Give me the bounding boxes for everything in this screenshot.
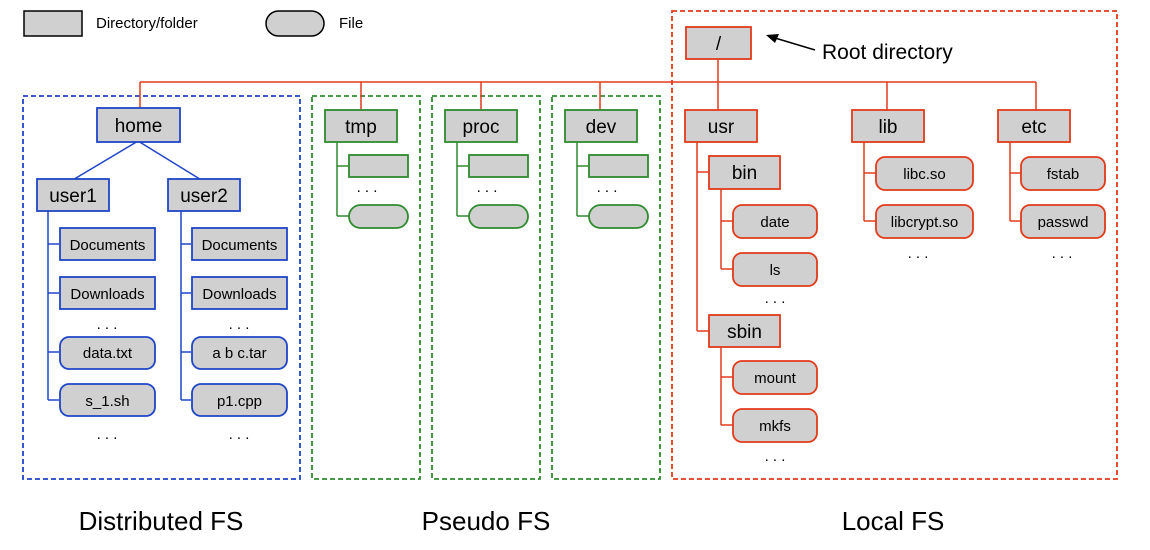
dir-sbin-label: sbin xyxy=(727,322,762,343)
legend-folder-swatch xyxy=(23,10,83,37)
dir-etc xyxy=(997,109,1071,143)
local-fs-region xyxy=(671,10,1118,480)
root-annotation-arrow xyxy=(766,34,816,51)
dir-user1 xyxy=(36,178,110,212)
dev-child-folder xyxy=(588,154,649,178)
distributed-fs-region xyxy=(22,95,301,480)
dir-lib-label: lib xyxy=(878,117,897,138)
file-libcrypt-so xyxy=(875,204,974,239)
distributed-fs-caption: Distributed FS xyxy=(79,506,244,536)
dir-user2 xyxy=(167,178,241,212)
ellipsis: . . . xyxy=(597,179,618,196)
dir-proc xyxy=(444,109,518,143)
file-user1-s1-sh-label: s_1.sh xyxy=(85,393,129,410)
local-fs-tree: usr bin date ls . . . sbin mount mkfs . … xyxy=(684,109,1106,465)
file-user2-abc-tar-label: a b c.tar xyxy=(212,345,266,362)
dir-bin-label: bin xyxy=(732,163,757,184)
legend-folder-label: Directory/folder xyxy=(96,15,198,32)
file-mkfs-label: mkfs xyxy=(759,418,791,435)
ellipsis: . . . xyxy=(229,426,250,443)
file-mount-label: mount xyxy=(754,370,797,387)
proc-child-file xyxy=(468,204,529,229)
file-mount xyxy=(732,360,818,395)
file-passwd xyxy=(1020,204,1106,239)
dir-user1-downloads-label: Downloads xyxy=(70,286,144,303)
ellipsis: . . . xyxy=(477,179,498,196)
dir-user1-documents-label: Documents xyxy=(70,237,146,254)
file-fstab xyxy=(1020,156,1106,191)
file-user2-abc-tar xyxy=(191,336,288,370)
file-libc-so-label: libc.so xyxy=(903,166,946,183)
pseudo-fs-region-dev xyxy=(551,95,661,480)
root-connectors xyxy=(139,58,1037,110)
dir-tmp-label: tmp xyxy=(345,117,377,138)
dir-usr-label: usr xyxy=(708,117,735,138)
dir-sbin xyxy=(708,314,781,348)
ellipsis: . . . xyxy=(765,448,786,465)
ellipsis: . . . xyxy=(97,426,118,443)
file-libcrypt-so-label: libcrypt.so xyxy=(891,214,959,231)
file-user2-p1-cpp xyxy=(191,383,288,417)
dir-user2-downloads-label: Downloads xyxy=(202,286,276,303)
distributed-fs-tree: home user1 user2 Documents Downloads . .… xyxy=(36,107,288,443)
tmp-child-folder xyxy=(348,154,409,178)
legend: Directory/folder File xyxy=(23,10,363,37)
legend-file-swatch xyxy=(265,10,325,37)
file-user1-data-txt-label: data.txt xyxy=(83,345,133,362)
dir-user1-documents xyxy=(59,227,156,261)
ellipsis: . . . xyxy=(908,245,929,262)
file-date xyxy=(732,204,818,239)
dir-user1-label: user1 xyxy=(49,186,97,207)
ellipsis: . . . xyxy=(357,179,378,196)
dev-child-file xyxy=(588,204,649,229)
file-fstab-label: fstab xyxy=(1047,166,1080,183)
tmp-child-file xyxy=(348,204,409,229)
ellipsis: . . . xyxy=(229,316,250,333)
file-libc-so xyxy=(875,156,974,191)
dir-user2-label: user2 xyxy=(180,186,228,207)
dir-home-label: home xyxy=(115,116,163,137)
root-directory-node xyxy=(685,26,752,60)
pseudo-fs-tree: tmp . . . proc . . . dev . . . xyxy=(324,109,649,229)
file-passwd-label: passwd xyxy=(1038,214,1089,231)
dir-user2-documents-label: Documents xyxy=(202,237,278,254)
pseudo-fs-caption: Pseudo FS xyxy=(422,506,551,536)
ellipsis: . . . xyxy=(1052,245,1073,262)
pseudo-fs-region-tmp xyxy=(311,95,421,480)
file-ls-label: ls xyxy=(770,262,781,279)
file-mkfs xyxy=(732,408,818,443)
dir-usr xyxy=(684,109,758,143)
root-directory-annotation: Root directory xyxy=(822,41,953,64)
dir-lib xyxy=(851,109,925,143)
ellipsis: . . . xyxy=(765,290,786,307)
legend-file-label: File xyxy=(339,15,363,32)
local-fs-caption: Local FS xyxy=(842,506,945,536)
dir-dev-label: dev xyxy=(586,117,617,138)
dir-home xyxy=(96,107,181,143)
pseudo-fs-region-proc xyxy=(431,95,541,480)
dir-dev xyxy=(564,109,638,143)
dir-bin xyxy=(708,155,781,190)
dir-tmp xyxy=(324,109,398,143)
dir-proc-label: proc xyxy=(463,117,500,138)
dir-user2-downloads xyxy=(191,276,288,310)
root-directory-label: / xyxy=(716,34,722,55)
file-date-label: date xyxy=(760,214,789,231)
file-user1-s1-sh xyxy=(59,383,156,417)
proc-child-folder xyxy=(468,154,529,178)
file-ls xyxy=(732,252,818,287)
ellipsis: . . . xyxy=(97,316,118,333)
file-user2-p1-cpp-label: p1.cpp xyxy=(217,393,262,410)
file-user1-data-txt xyxy=(59,336,156,370)
dir-user2-documents xyxy=(191,227,288,261)
dir-user1-downloads xyxy=(59,276,156,310)
dir-etc-label: etc xyxy=(1021,117,1046,138)
